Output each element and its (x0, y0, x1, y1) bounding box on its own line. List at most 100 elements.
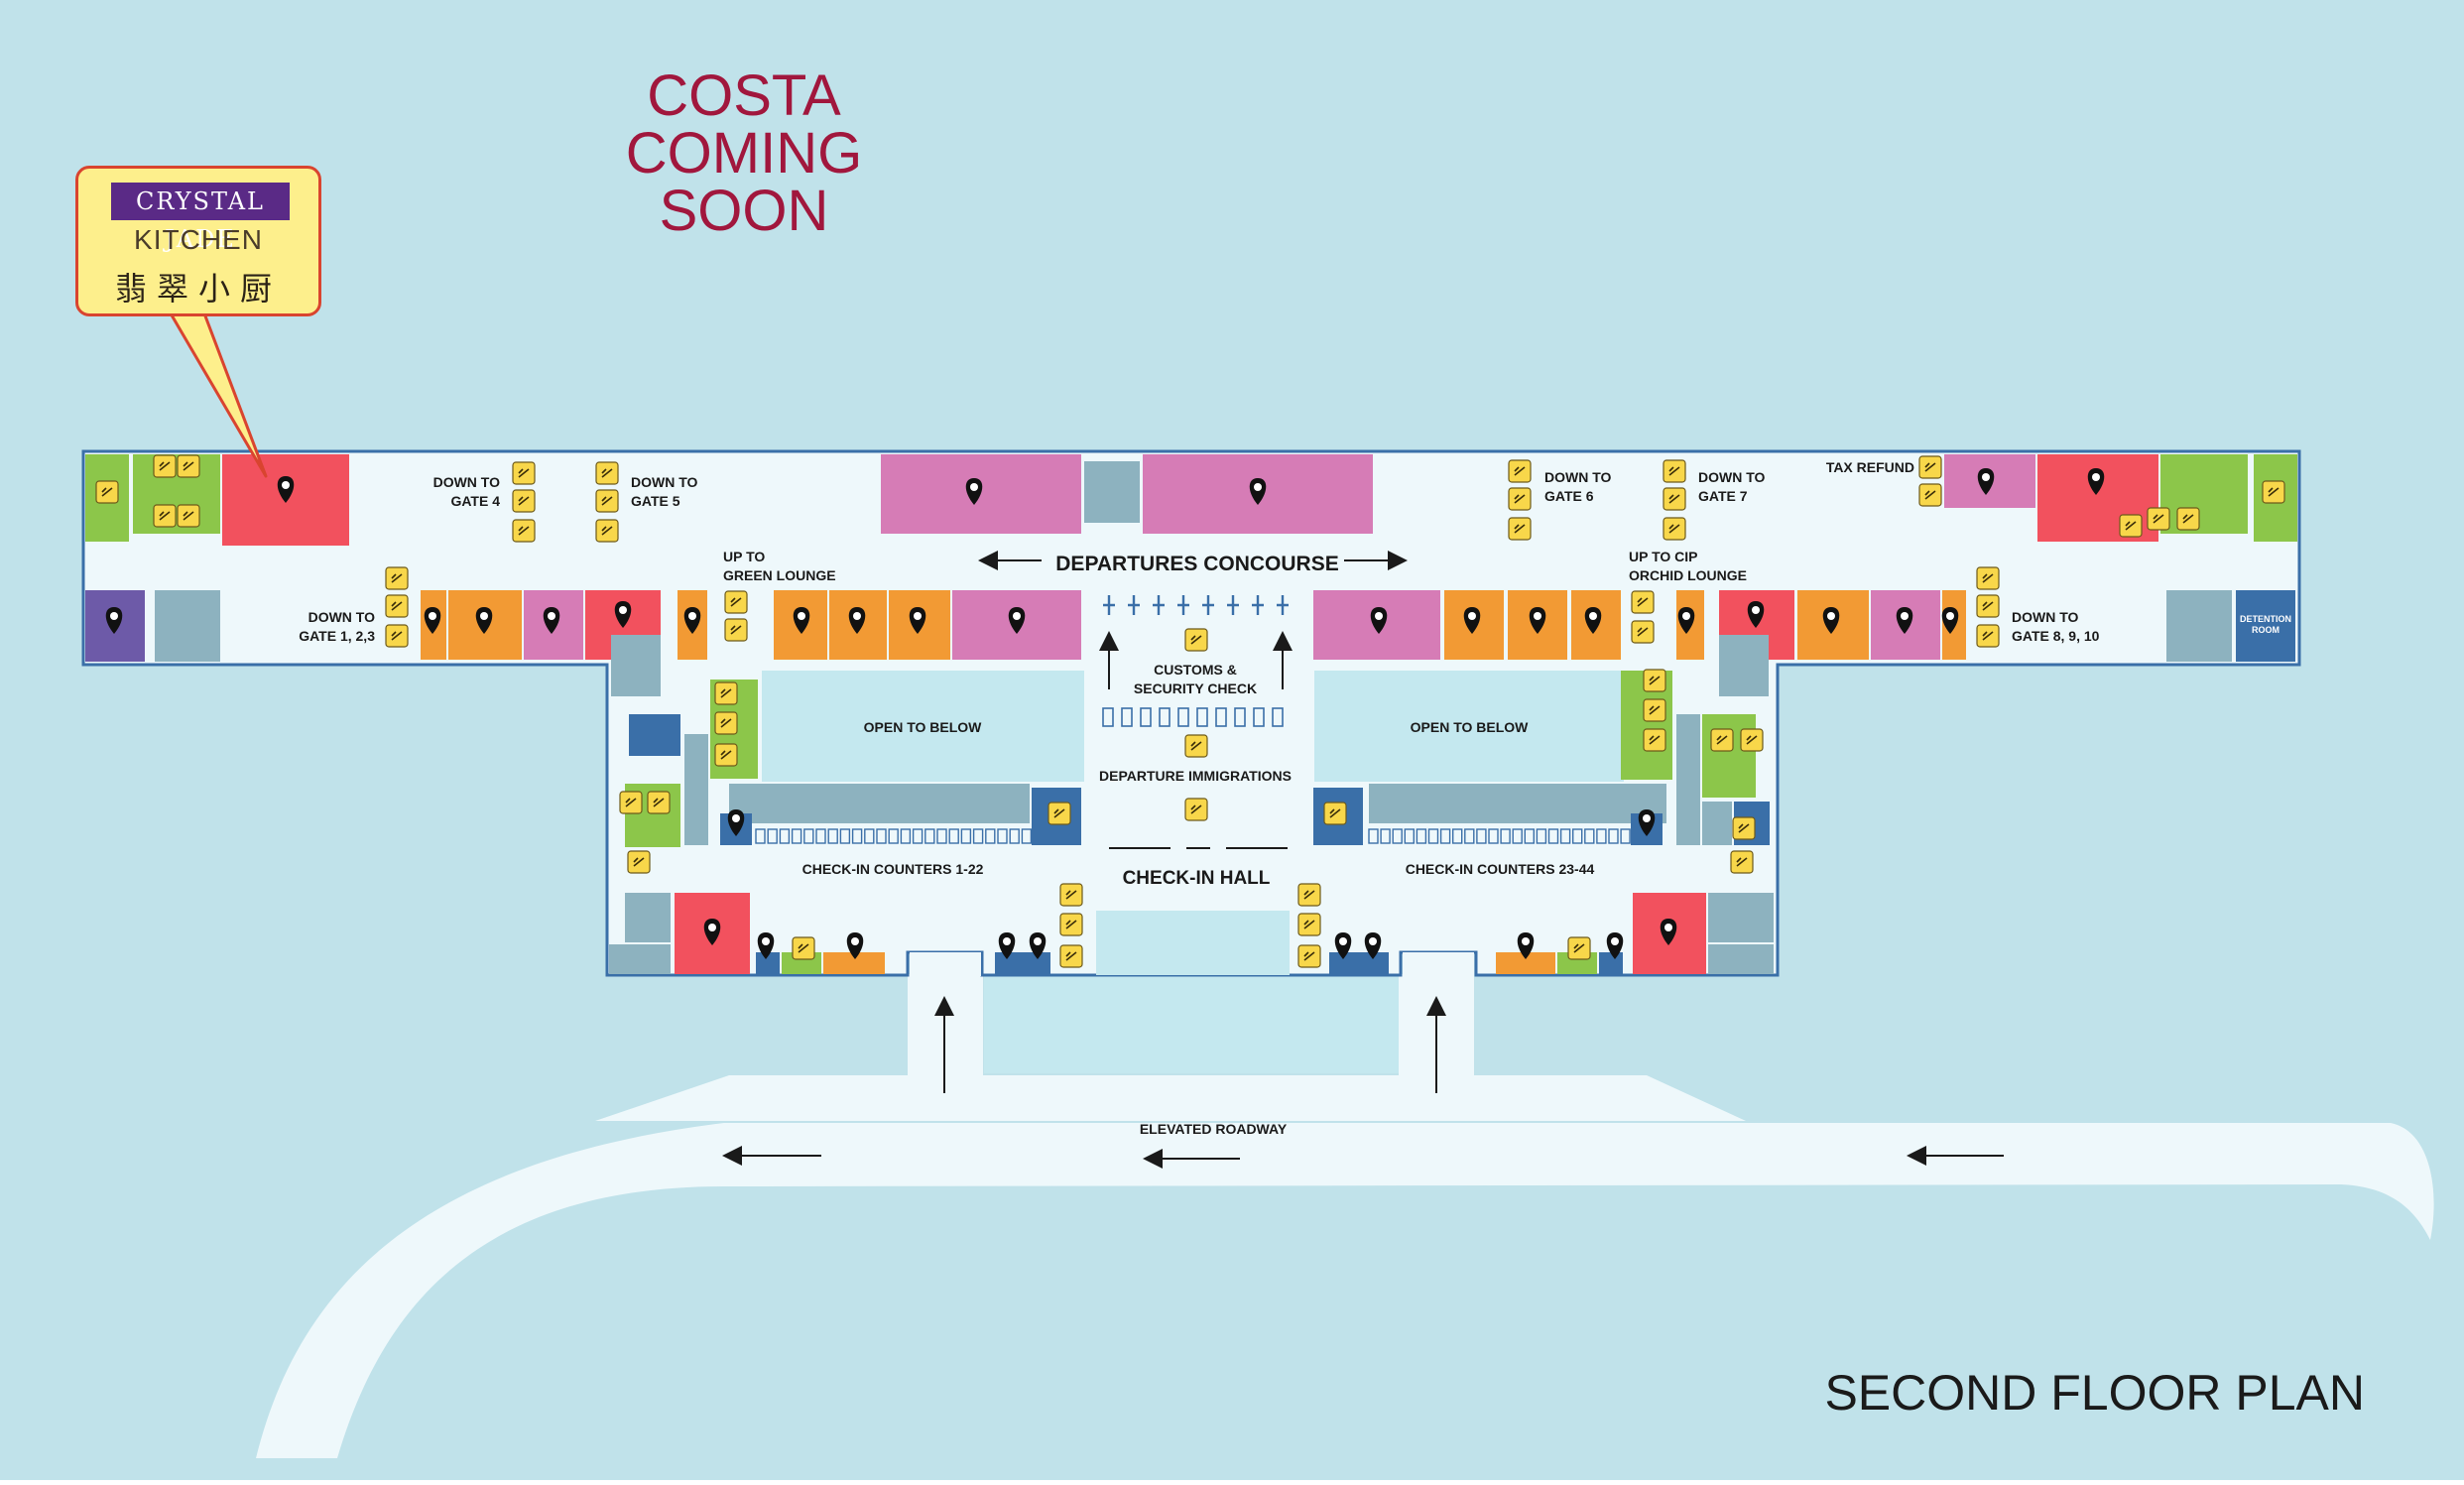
facility-glyph (1924, 490, 1936, 500)
map-pin-dot (1827, 612, 1835, 620)
map-pin-dot (798, 612, 805, 620)
label-gate123-l2: GATE 1, 2,3 (299, 628, 375, 644)
crystal-jade-callout[interactable]: CRYSTAL JADE KITCHEN 翡翠小厨 (75, 166, 321, 316)
checkin-counter (864, 828, 875, 844)
label-gate5-l2: GATE 5 (631, 493, 680, 509)
facility-glyph (798, 943, 809, 953)
service-gray-left (155, 590, 220, 662)
map-pin-marker (757, 932, 775, 959)
checkin-counter (1464, 828, 1475, 844)
checkin-counter (997, 828, 1008, 844)
facility-glyph (1065, 920, 1077, 929)
map-pin-dot (1946, 612, 1954, 620)
shop-pink-top-1[interactable] (881, 454, 1081, 534)
checkin-counter (1596, 828, 1607, 844)
immigration-booth (1102, 707, 1114, 727)
checkin-counter (1620, 828, 1631, 844)
checkin-counter (1476, 828, 1487, 844)
checkin-counter (1547, 828, 1559, 844)
map-pin-dot (1901, 612, 1909, 620)
facility-glyph (1514, 524, 1526, 534)
immigration-booth (1234, 707, 1246, 727)
facility-glyph (1190, 635, 1202, 645)
map-pin-dot (1468, 612, 1476, 620)
map-pin-marker (848, 607, 866, 634)
label-gate8910-l2: GATE 8, 9, 10 (2012, 628, 2100, 644)
map-pin-dot (2092, 473, 2100, 481)
map-pin-marker (1008, 607, 1026, 634)
orange-lr[interactable] (1496, 952, 1555, 974)
immigration-booth (1253, 707, 1265, 727)
facility-glyph (720, 688, 732, 698)
map-pin-marker (965, 478, 983, 505)
map-pin-marker (1334, 932, 1352, 959)
facility-glyph (1514, 466, 1526, 476)
map-pin-dot (970, 483, 978, 491)
security-gate (1202, 595, 1214, 615)
label-gate7-l2: GATE 7 (1698, 488, 1748, 504)
promo-line-1: COSTA (647, 63, 841, 128)
map-pin-dot (1003, 937, 1011, 945)
facility-glyph (1573, 943, 1585, 953)
label-elevated-roadway: ELEVATED ROADWAY (1140, 1121, 1288, 1137)
info-desk-ll (756, 952, 780, 974)
detention-room (2236, 590, 2295, 662)
label-customs-l1: CUSTOMS & (1154, 662, 1237, 678)
map-pin-dot (429, 612, 436, 620)
facility-glyph (633, 857, 645, 867)
promo-line-2: COMING SOON (625, 121, 863, 243)
map-pin-dot (548, 612, 555, 620)
map-pin-marker (1517, 932, 1535, 959)
facility-glyph (601, 496, 613, 506)
map-pin-marker (424, 607, 441, 634)
map-pin-marker (1747, 601, 1765, 628)
map-pin-marker (909, 607, 926, 634)
map-pin-dot (1013, 612, 1021, 620)
checkin-counters-left (755, 828, 1045, 844)
checkin-counter (1488, 828, 1499, 844)
facility-glyph (159, 511, 171, 521)
facility-glyph (518, 468, 530, 478)
gray-lower-left (625, 893, 671, 942)
label-gate4-l1: DOWN TO (433, 474, 501, 490)
gray-right-wing (1676, 714, 1700, 845)
facility-glyph (1637, 597, 1649, 607)
label-gate6-l2: GATE 6 (1544, 488, 1594, 504)
facility-glyph (625, 798, 637, 807)
checkin-counter (1559, 828, 1571, 844)
restroom-block-right (2160, 454, 2248, 534)
map-pin-dot (1589, 612, 1597, 620)
facility-glyph (1746, 735, 1758, 745)
map-pin-marker (1896, 607, 1913, 634)
label-gate7-l1: DOWN TO (1698, 469, 1766, 485)
map-pin-marker (1529, 607, 1546, 634)
map-pin-dot (1982, 473, 1990, 481)
facility-glyph (1303, 890, 1315, 900)
info-desk-lr (1599, 952, 1623, 974)
map-pin-marker (105, 607, 123, 634)
map-pin-marker (543, 607, 560, 634)
label-checkin-23-44: CHECK-IN COUNTERS 23-44 (1406, 861, 1595, 877)
label-gate8910-l1: DOWN TO (2012, 609, 2079, 625)
checkin-counter (1536, 828, 1547, 844)
facility-glyph (2153, 514, 2164, 524)
facility-icons (95, 454, 2285, 968)
facility-glyph (1649, 676, 1661, 685)
label-customs-l2: SECURITY CHECK (1134, 681, 1257, 696)
map-pin-marker (1677, 607, 1695, 634)
map-pin-dot (732, 814, 740, 822)
label-gate5-l1: DOWN TO (631, 474, 698, 490)
facility-glyph (183, 461, 194, 471)
checkin-counter (755, 828, 766, 844)
checkin-counter (948, 828, 959, 844)
immigration-booth (1177, 707, 1189, 727)
checkin-counter (960, 828, 972, 844)
security-gate (1227, 595, 1239, 615)
checkin-counter (1416, 828, 1427, 844)
label-detention-l1: DETENTION (2240, 614, 2291, 624)
promo-costa: COSTA COMING SOON (536, 67, 952, 240)
facility-glyph (1065, 951, 1077, 961)
orange-ll[interactable] (823, 952, 885, 974)
facility-glyph (1190, 741, 1202, 751)
